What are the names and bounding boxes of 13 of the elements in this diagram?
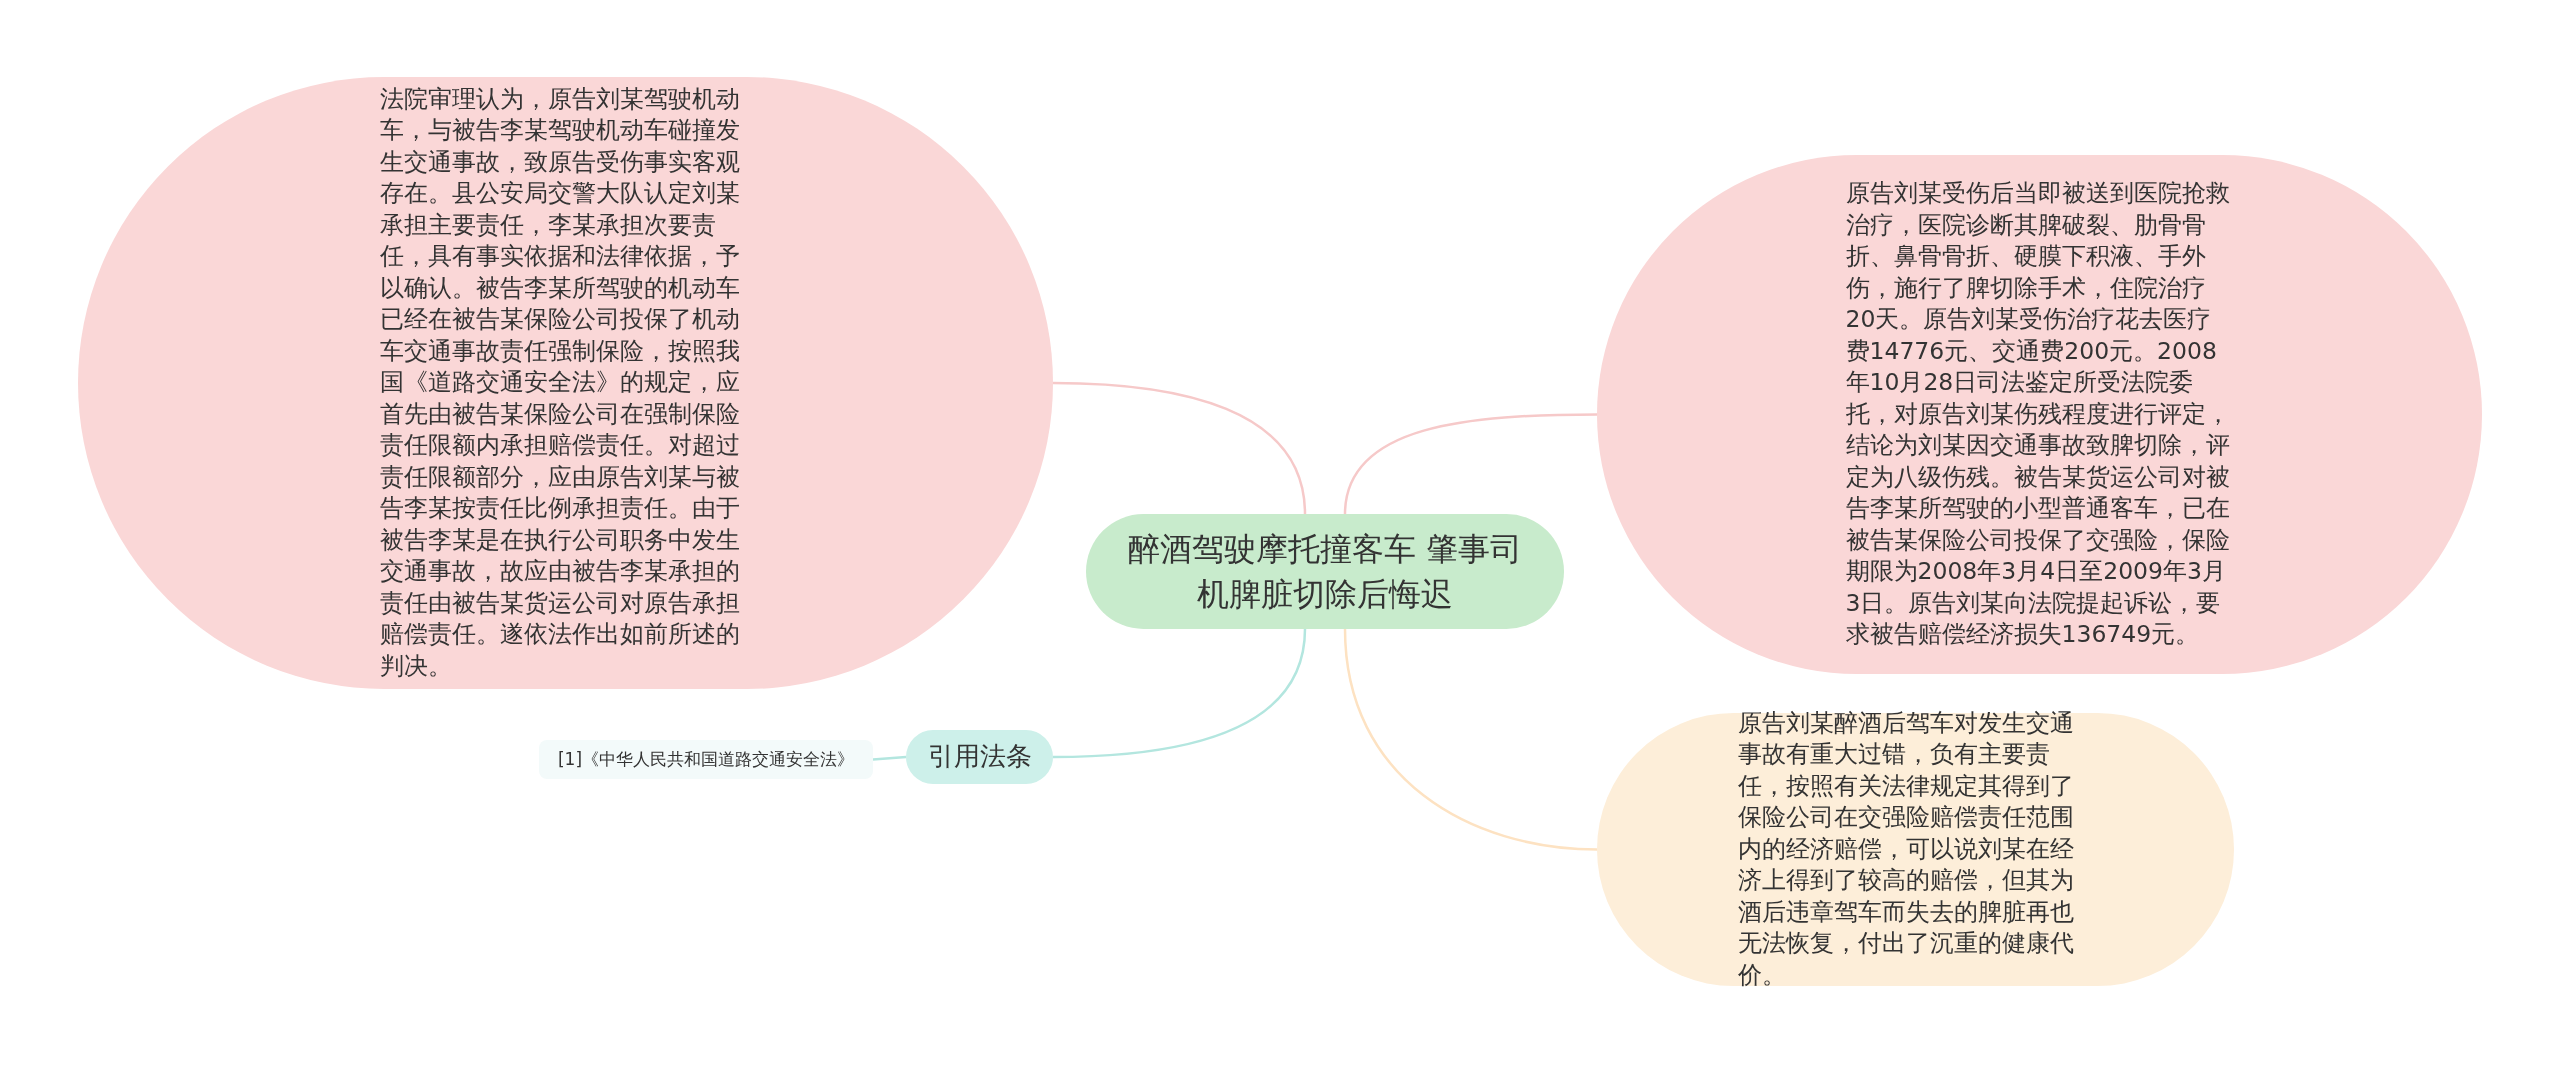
- connector-line: [1343, 413, 1597, 515]
- citation-text: [1]《中华人民共和国道路交通安全法》: [556, 749, 856, 770]
- note-text: 原告刘某醉酒后驾车对发生交通事故有重大过错，负有主要责任，按照有关法律规定其得到了保险公司在交强险赔偿责任范围内的经济赔偿，可以说刘某在经济上得到了较高的赔偿，但其为酒后违章驾车而失去的脾脏再也无法恢复，付出了沉重的健康代价。: [1737, 707, 2075, 991]
- connector-line: [1052, 381, 1307, 515]
- connector-line: [1343, 628, 1598, 851]
- connector-line: [872, 755, 907, 761]
- topic-title: 醉酒驾驶摩托撞客车 肇事司机脾脏切除后悔迟: [1126, 528, 1524, 615]
- branch-box: [906, 730, 1053, 784]
- connector-line: [1052, 628, 1307, 759]
- branch-label: 引用法条: [926, 741, 1033, 773]
- note-text: 法院审理认为，原告刘某驾驶机动车，与被告李某驾驶机动车碰撞发生交通事故，致原告受伤事实客观存在。县公安局交警大队认定刘某承担主要责任，李某承担次要责任，具有事实依据和法律依据，予以确认。被告李某所驾驶的机动车已经在被告某保险公司投保了机动车交通事故责任强制保险，按照我国《道路交通安全法》的规定，应首先由被告某保险公司在强制保险责任限额内承担赔偿责任。对超过责任限额部分，应由原告刘某与被告李某按责任比例承担责任。由于被告李某是在执行公司职务中发生交通事故，故应由被告李某承担的责任由被告某货运公司对原告承担赔偿责任。遂依法作出如前所述的判决。: [379, 83, 741, 682]
- citation-box: [539, 740, 873, 779]
- note-text: 原告刘某受伤后当即被送到医院抢救治疗，医院诊断其脾破裂、肋骨骨折、鼻骨骨折、硬膜下积液、手外伤，施行了脾切除手术，住院治疗20天。原告刘某受伤治疗花去医疗费14776元、交通费200元。2008年10月28日司法鉴定所受法院委托，对原告刘某伤残程度进行评定，结论为刘某因交通事故致脾切除，评定为八级伤残。被告某货运公司对被告李某所驾驶的小型普通客车，已在被告某保险公司投保了交强险，保险期限为2008年3月4日至2009年3月3日。原告刘某向法院提起诉讼，要求被告赔偿经济损失136749元。: [1845, 178, 2231, 651]
